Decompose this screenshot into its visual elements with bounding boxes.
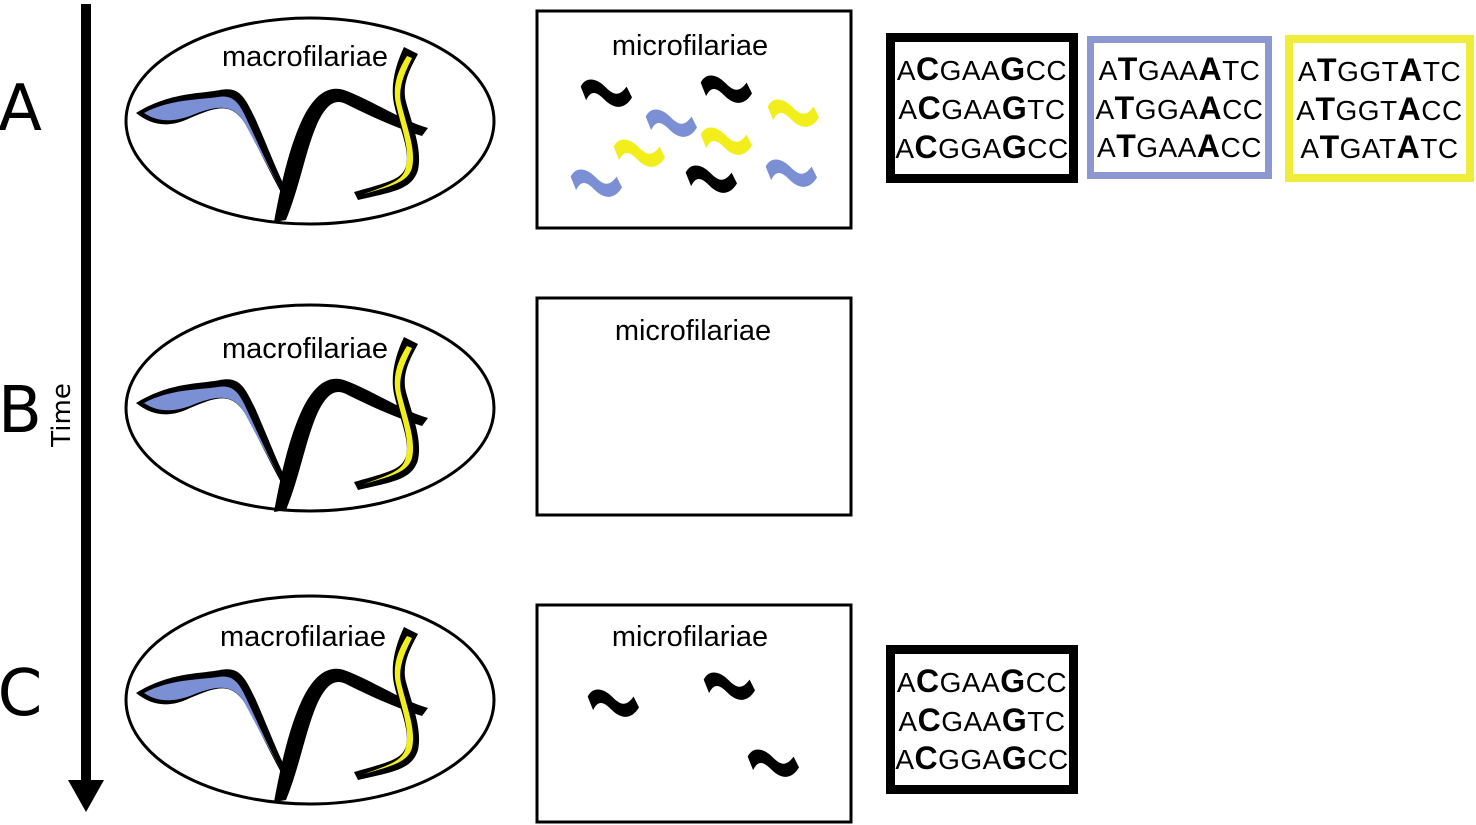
sequence-segment: A	[1097, 131, 1117, 163]
macrofilariae-title-c: macrofilariae	[220, 621, 386, 653]
sequence-variant-base: G	[1000, 51, 1026, 87]
sequence-segment: GAT	[1339, 133, 1397, 165]
microfilariae-title-a: microfilariae	[612, 30, 768, 62]
sequence-segment: GAA	[939, 55, 1001, 86]
sequence-variant-base: T	[1317, 51, 1338, 88]
sequence-variant-base: C	[916, 662, 940, 699]
sequence-variant-base: T	[1319, 129, 1340, 166]
sequence-variant-base: T	[1117, 51, 1138, 88]
time-axis-label: Time	[47, 383, 77, 448]
microfilariae-box-c	[535, 603, 853, 824]
sequence-segment: A	[1296, 94, 1316, 126]
sequence-segment: CC	[1222, 93, 1264, 125]
sequence-segment: A	[1297, 55, 1318, 87]
sequence-variant-base: T	[1116, 127, 1137, 164]
row-label-b: B	[0, 374, 42, 448]
sequence-variant-base: A	[1397, 90, 1422, 127]
macrofilariae-title-a: macrofilariae	[222, 41, 388, 73]
macrofilariae-title-b: macrofilariae	[222, 333, 388, 365]
sequence-segment: TC	[1222, 55, 1261, 87]
sequence-segment: A	[898, 705, 918, 737]
microfilariae-box-b	[535, 296, 853, 517]
sequence-line: ATGAAACC	[1097, 130, 1262, 162]
sequence-line: ACGAAGCC	[897, 53, 1067, 85]
sequence-segment: CC	[1027, 744, 1069, 776]
time-arrow	[68, 4, 104, 812]
sequence-segment: GGA	[938, 744, 1002, 776]
sequence-variant-base: T	[1315, 90, 1336, 127]
sequence-variant-base: A	[1198, 89, 1223, 126]
row-label-a: A	[0, 72, 42, 146]
sequence-variant-base: G	[1001, 740, 1028, 777]
sequence-line: ATGGTATC	[1298, 54, 1461, 86]
sequence-variant-base: C	[917, 701, 942, 738]
sequence-line: ACGGAGCC	[895, 131, 1068, 163]
sequence-variant-base: C	[914, 740, 939, 777]
sequence-segment: GAA	[1136, 131, 1197, 163]
sequence-segment: CC	[1027, 133, 1069, 164]
microfilariae-title-c: microfilariae	[612, 621, 768, 653]
sequence-variant-base: G	[1001, 90, 1028, 126]
sequence-variant-base: C	[917, 90, 942, 126]
sequence-segment: A	[1095, 93, 1115, 125]
time-arrow-head	[68, 780, 104, 812]
sequence-segment: A	[896, 55, 917, 86]
sequence-segment: GAA	[1137, 55, 1199, 87]
sequence-segment: A	[1300, 133, 1320, 165]
sequence-segment: CC	[1421, 94, 1463, 126]
sequence-variant-base: C	[914, 129, 939, 165]
sequence-segment: GAA	[941, 705, 1002, 737]
sequence-segment: A	[1098, 55, 1118, 87]
sequence-segment: GGT	[1335, 94, 1398, 126]
sequence-segment: A	[898, 94, 918, 125]
sequence-segment: GGA	[1134, 93, 1199, 125]
sequence-line: ACGAAGTC	[898, 704, 1065, 736]
sequence-variant-base: A	[1396, 129, 1421, 166]
sequence-segment: CC	[1025, 55, 1068, 86]
sequence-line: ATGATATC	[1300, 131, 1458, 163]
sequence-segment: A	[895, 744, 915, 776]
sequence-line: ACGAAGTC	[898, 92, 1065, 124]
sequence-variant-base: A	[1399, 51, 1423, 88]
sequence-segment: TC	[1027, 94, 1066, 125]
sequence-segment: GGA	[938, 133, 1002, 164]
sequence-variant-base: G	[1001, 701, 1028, 738]
sequence-line: ATGGTACC	[1296, 93, 1462, 125]
sequence-segment: TC	[1422, 55, 1462, 87]
microfilariae-title-b: microfilariae	[615, 315, 771, 347]
sequence-segment: GAA	[939, 666, 1001, 698]
sequence-line: ATGAAATC	[1099, 53, 1261, 85]
sequence-variant-base: G	[1000, 662, 1026, 699]
sequence-variant-base: A	[1198, 51, 1223, 88]
sequence-line: ACGAAGCC	[897, 665, 1067, 697]
sequence-segment: GGT	[1337, 55, 1400, 87]
sequence-segment: TC	[1027, 705, 1066, 737]
sequence-segment: GAA	[941, 94, 1002, 125]
sequence-segment: TC	[1420, 133, 1459, 165]
sequence-segment: A	[896, 666, 917, 698]
sequence-line: ATGGAACC	[1095, 92, 1263, 124]
sequence-variant-base: T	[1114, 89, 1135, 126]
row-label-c: C	[0, 657, 42, 731]
sequence-segment: CC	[1220, 131, 1262, 163]
sequence-line: ACGGAGCC	[895, 742, 1068, 774]
sequence-variant-base: A	[1196, 127, 1221, 164]
sequence-variant-base: G	[1001, 129, 1028, 165]
sequence-segment: CC	[1025, 666, 1068, 698]
sequence-segment: A	[895, 133, 915, 164]
sequence-variant-base: C	[916, 51, 940, 87]
